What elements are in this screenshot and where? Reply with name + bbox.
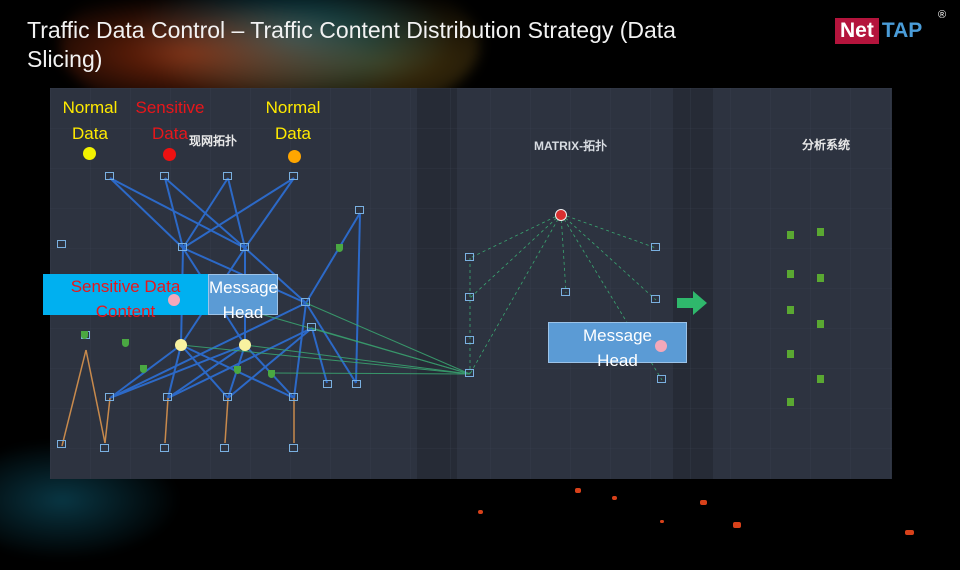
matrix-core-icon[interactable] bbox=[555, 209, 567, 221]
section-analysis-system: 分析系统 bbox=[802, 138, 851, 152]
analysis-tool-icon[interactable] bbox=[787, 398, 794, 406]
branch-node-icon[interactable] bbox=[352, 380, 361, 388]
topology-canvas: 现网拓扑 MATRIX-拓扑 分析系统 bbox=[50, 88, 892, 479]
server-node-icon[interactable] bbox=[160, 172, 169, 180]
matrix-port-icon[interactable] bbox=[657, 375, 666, 383]
legend-label: Normal bbox=[62, 98, 118, 117]
normal-data-dot bbox=[288, 150, 301, 163]
legend-normal-data-2: Normal Data bbox=[256, 95, 330, 147]
aggregation-switch-icon[interactable] bbox=[105, 393, 114, 401]
printer-node-icon[interactable] bbox=[57, 240, 66, 248]
legend-normal-data-1: Normal Data bbox=[55, 95, 125, 147]
computer-node-icon[interactable] bbox=[289, 444, 298, 452]
packet-dot bbox=[655, 340, 667, 352]
logo-net: Net bbox=[835, 18, 879, 44]
router-node-icon[interactable] bbox=[307, 323, 316, 331]
sensitive-data-dot bbox=[163, 148, 176, 161]
matrix-port-icon[interactable] bbox=[465, 336, 474, 344]
analysis-tool-icon[interactable] bbox=[817, 320, 824, 328]
analysis-tool-icon[interactable] bbox=[817, 228, 824, 236]
ember-decoration bbox=[733, 522, 741, 528]
ember-decoration bbox=[478, 510, 483, 514]
legend-label: Data bbox=[275, 124, 311, 143]
ember-decoration bbox=[575, 488, 581, 493]
aggregation-switch-icon[interactable] bbox=[289, 393, 298, 401]
analysis-tool-icon[interactable] bbox=[787, 270, 794, 278]
flow-arrow-icon bbox=[677, 291, 707, 315]
server-node-icon[interactable] bbox=[289, 172, 298, 180]
analysis-tool-icon[interactable] bbox=[787, 350, 794, 358]
nettap-logo: Net TAP bbox=[835, 18, 925, 44]
matrix-port-icon[interactable] bbox=[465, 369, 474, 377]
computer-node-icon[interactable] bbox=[220, 444, 229, 452]
section-matrix-topology: MATRIX-拓扑 bbox=[534, 139, 608, 153]
core-switch-icon[interactable] bbox=[178, 243, 187, 251]
logo-tap: TAP bbox=[881, 19, 923, 42]
normal-data-dot bbox=[83, 147, 96, 160]
legend-label: Normal bbox=[265, 98, 321, 117]
sensitive-content-box: Sensitive Data Content bbox=[43, 274, 208, 321]
packet-dot bbox=[168, 294, 180, 306]
ember-decoration bbox=[700, 500, 707, 505]
server-node-icon[interactable] bbox=[105, 172, 114, 180]
analysis-tool-icon[interactable] bbox=[817, 375, 824, 383]
computer-node-icon[interactable] bbox=[160, 444, 169, 452]
traffic-dot bbox=[175, 339, 187, 351]
analysis-tool-icon[interactable] bbox=[787, 231, 794, 239]
shield-icon bbox=[336, 244, 343, 252]
computer-node-icon[interactable] bbox=[100, 444, 109, 452]
analysis-tool-icon[interactable] bbox=[817, 274, 824, 282]
matrix-port-icon[interactable] bbox=[651, 243, 660, 251]
core-switch-icon[interactable] bbox=[240, 243, 249, 251]
legend-label: Sensitive bbox=[135, 98, 205, 117]
cloud-node-icon[interactable] bbox=[355, 206, 364, 214]
shield-icon bbox=[268, 370, 275, 378]
matrix-port-icon[interactable] bbox=[651, 295, 660, 303]
server-node-icon[interactable] bbox=[223, 172, 232, 180]
ember-decoration bbox=[905, 530, 914, 535]
legend-sensitive-data: Sensitive Data bbox=[129, 95, 211, 147]
matrix-port-icon[interactable] bbox=[465, 293, 474, 301]
shield-icon bbox=[122, 339, 129, 347]
shield-icon bbox=[140, 365, 147, 373]
shield-icon bbox=[81, 331, 88, 339]
shield-icon bbox=[234, 366, 241, 374]
aggregation-switch-icon[interactable] bbox=[163, 393, 172, 401]
registered-mark: ® bbox=[938, 9, 947, 21]
branch-node-icon[interactable] bbox=[323, 380, 332, 388]
aggregation-switch-icon[interactable] bbox=[223, 393, 232, 401]
analysis-tool-icon[interactable] bbox=[787, 306, 794, 314]
ember-decoration bbox=[612, 496, 617, 500]
phone-node-icon[interactable] bbox=[57, 440, 66, 448]
router-node-icon[interactable] bbox=[301, 298, 310, 306]
matrix-port-icon[interactable] bbox=[561, 288, 570, 296]
traffic-dot bbox=[239, 339, 251, 351]
message-head-box-left: Message Head bbox=[208, 274, 278, 322]
legend-label: Data bbox=[72, 124, 108, 143]
legend-label: Data bbox=[152, 124, 188, 143]
section-existing-topology: 现网拓扑 bbox=[189, 134, 238, 148]
slide-title: Traffic Data Control – Traffic Content D… bbox=[27, 17, 676, 72]
matrix-port-icon[interactable] bbox=[465, 253, 474, 261]
ember-decoration bbox=[660, 520, 664, 523]
